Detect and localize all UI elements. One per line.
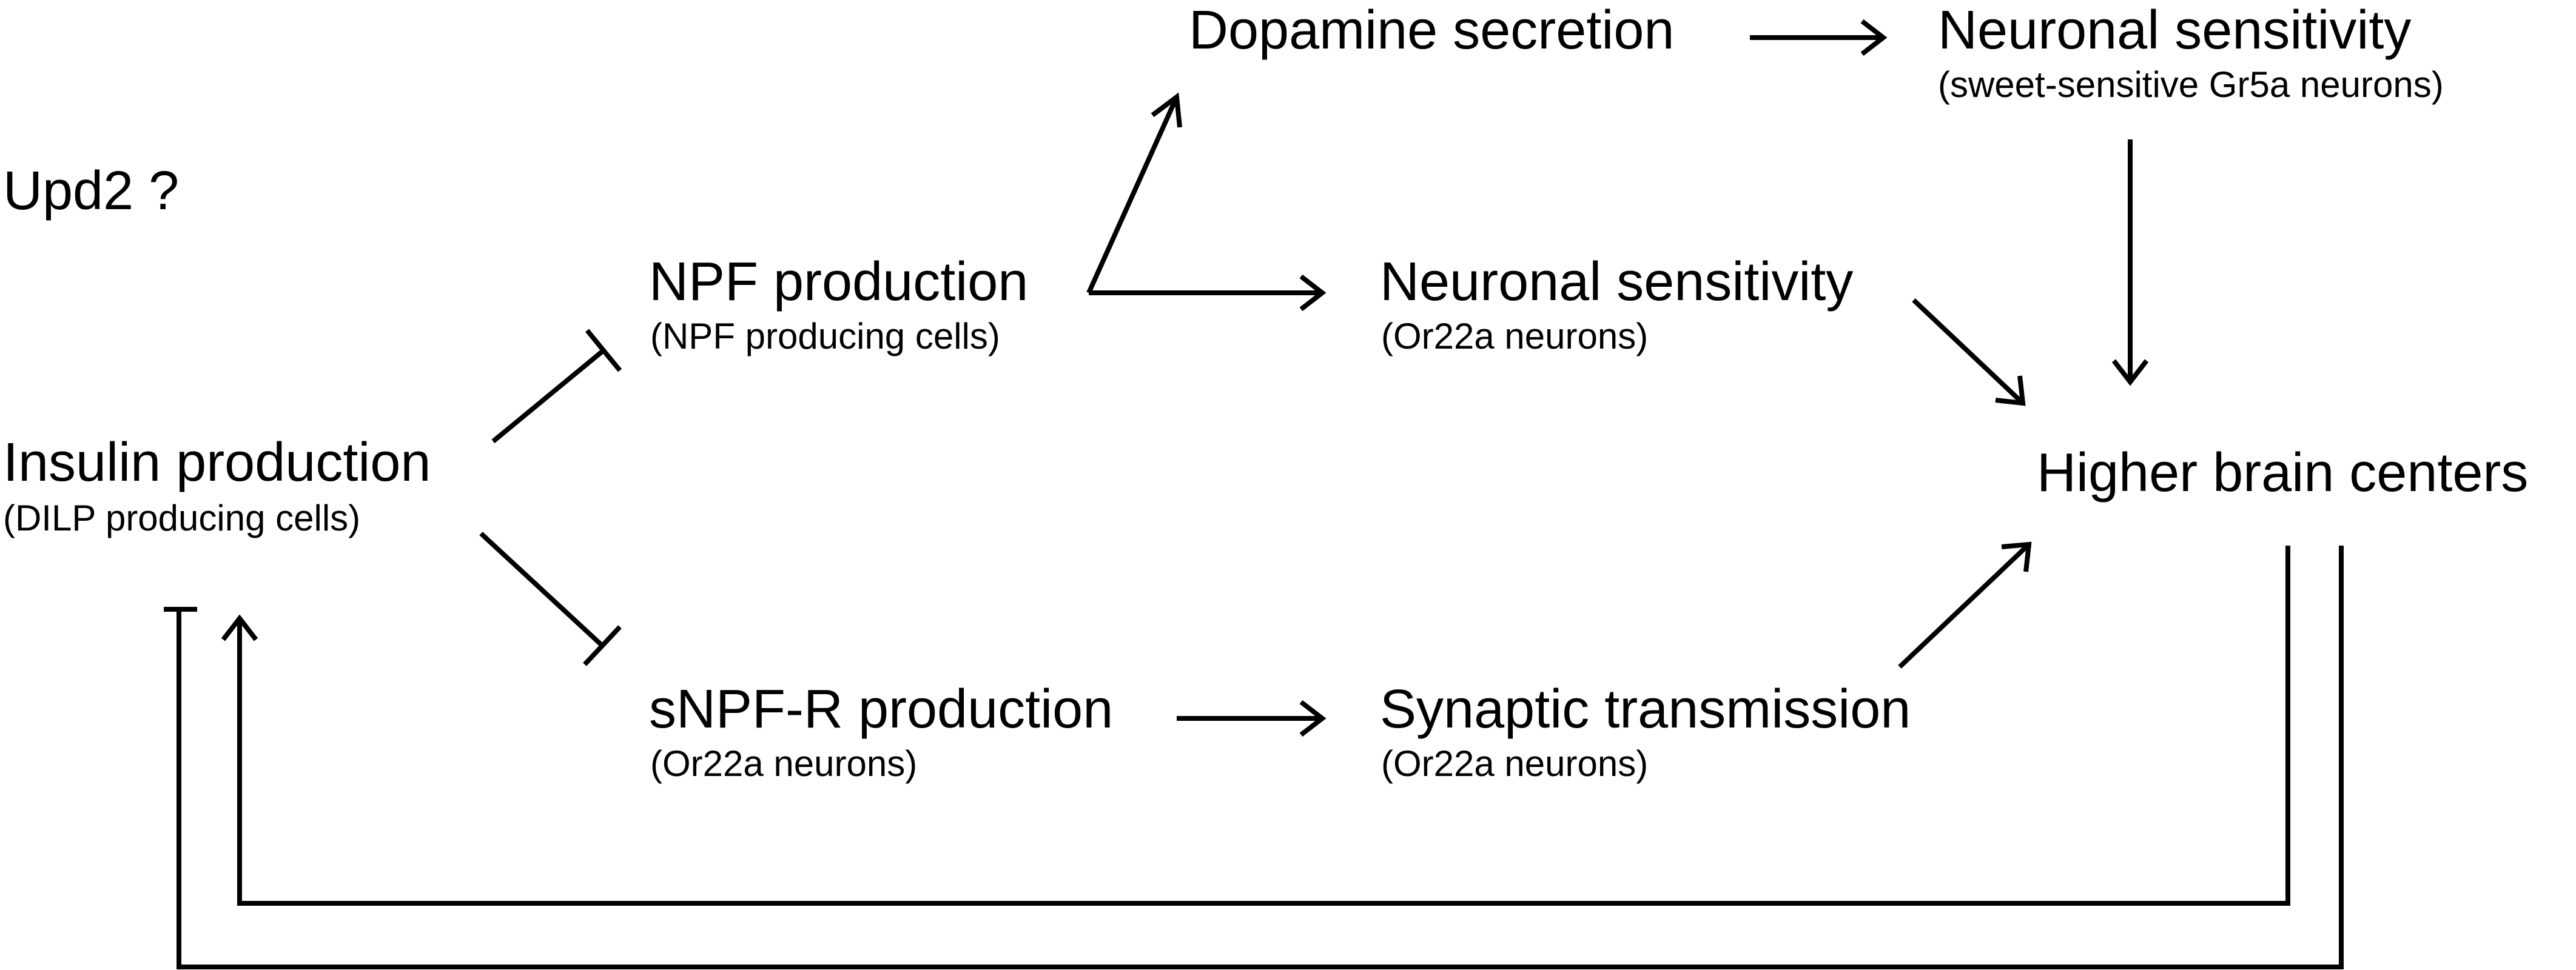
synaptic-transmission-title: Synaptic transmission bbox=[1380, 679, 1911, 740]
insulin-production-title: Insulin production bbox=[3, 432, 431, 493]
edge-gr5a-to-brain bbox=[2111, 139, 2149, 386]
neuronal-sensitivity-gr5a-subtitle: (sweet-sensitive Gr5a neurons) bbox=[1938, 64, 2444, 105]
edge-brain-inhibits-insulin bbox=[164, 546, 2344, 969]
arrowhead bbox=[1299, 700, 1327, 737]
inhibition-bar bbox=[585, 329, 622, 372]
edge-snpfr-to-synaptic bbox=[1177, 700, 1327, 737]
arrowhead bbox=[2001, 541, 2032, 572]
neuronal-sensitivity-gr5a-title: Neuronal sensitivity bbox=[1938, 0, 2411, 61]
synaptic-transmission-subtitle: (Or22a neurons) bbox=[1381, 743, 1648, 784]
dopamine-secretion-title: Dopamine secretion bbox=[1189, 0, 1674, 61]
arrowhead bbox=[1299, 274, 1327, 312]
edge-synaptic-to-brain bbox=[1898, 541, 2032, 669]
arrowhead bbox=[1995, 375, 2026, 406]
edge-npf-to-dopamine bbox=[1086, 92, 1182, 294]
neuronal-sensitivity-or22a-subtitle: (Or22a neurons) bbox=[1381, 316, 1648, 356]
edge-npf-to-or22a-sensitivity bbox=[1089, 274, 1327, 312]
npf-production-title: NPF production bbox=[649, 252, 1028, 312]
insulin-production-subtitle: (DILP producing cells) bbox=[3, 498, 360, 538]
neuronal-sensitivity-or22a-title: Neuronal sensitivity bbox=[1380, 252, 1853, 312]
arrowhead bbox=[2111, 359, 2149, 386]
edge-insulin-inhibits-npf bbox=[491, 329, 622, 444]
upd2-label: Upd2 ? bbox=[3, 161, 179, 221]
arrowhead bbox=[221, 614, 258, 641]
arrowhead bbox=[1860, 19, 1888, 56]
edge-insulin-inhibits-snpfr bbox=[479, 532, 622, 666]
snpfr-production-title: sNPF-R production bbox=[649, 679, 1113, 740]
higher-brain-centers-title: Higher brain centers bbox=[2037, 443, 2528, 503]
edge-dopamine-to-gr5a-sensitivity bbox=[1750, 19, 1888, 56]
inhibition-bar bbox=[583, 625, 622, 666]
edge-brain-activates-insulin bbox=[221, 546, 2290, 906]
arrowhead bbox=[1151, 92, 1182, 128]
snpfr-production-subtitle: (Or22a neurons) bbox=[650, 743, 917, 784]
edge-or22a-sensitivity-to-brain bbox=[1912, 298, 2026, 406]
npf-production-subtitle: (NPF producing cells) bbox=[650, 316, 1000, 356]
